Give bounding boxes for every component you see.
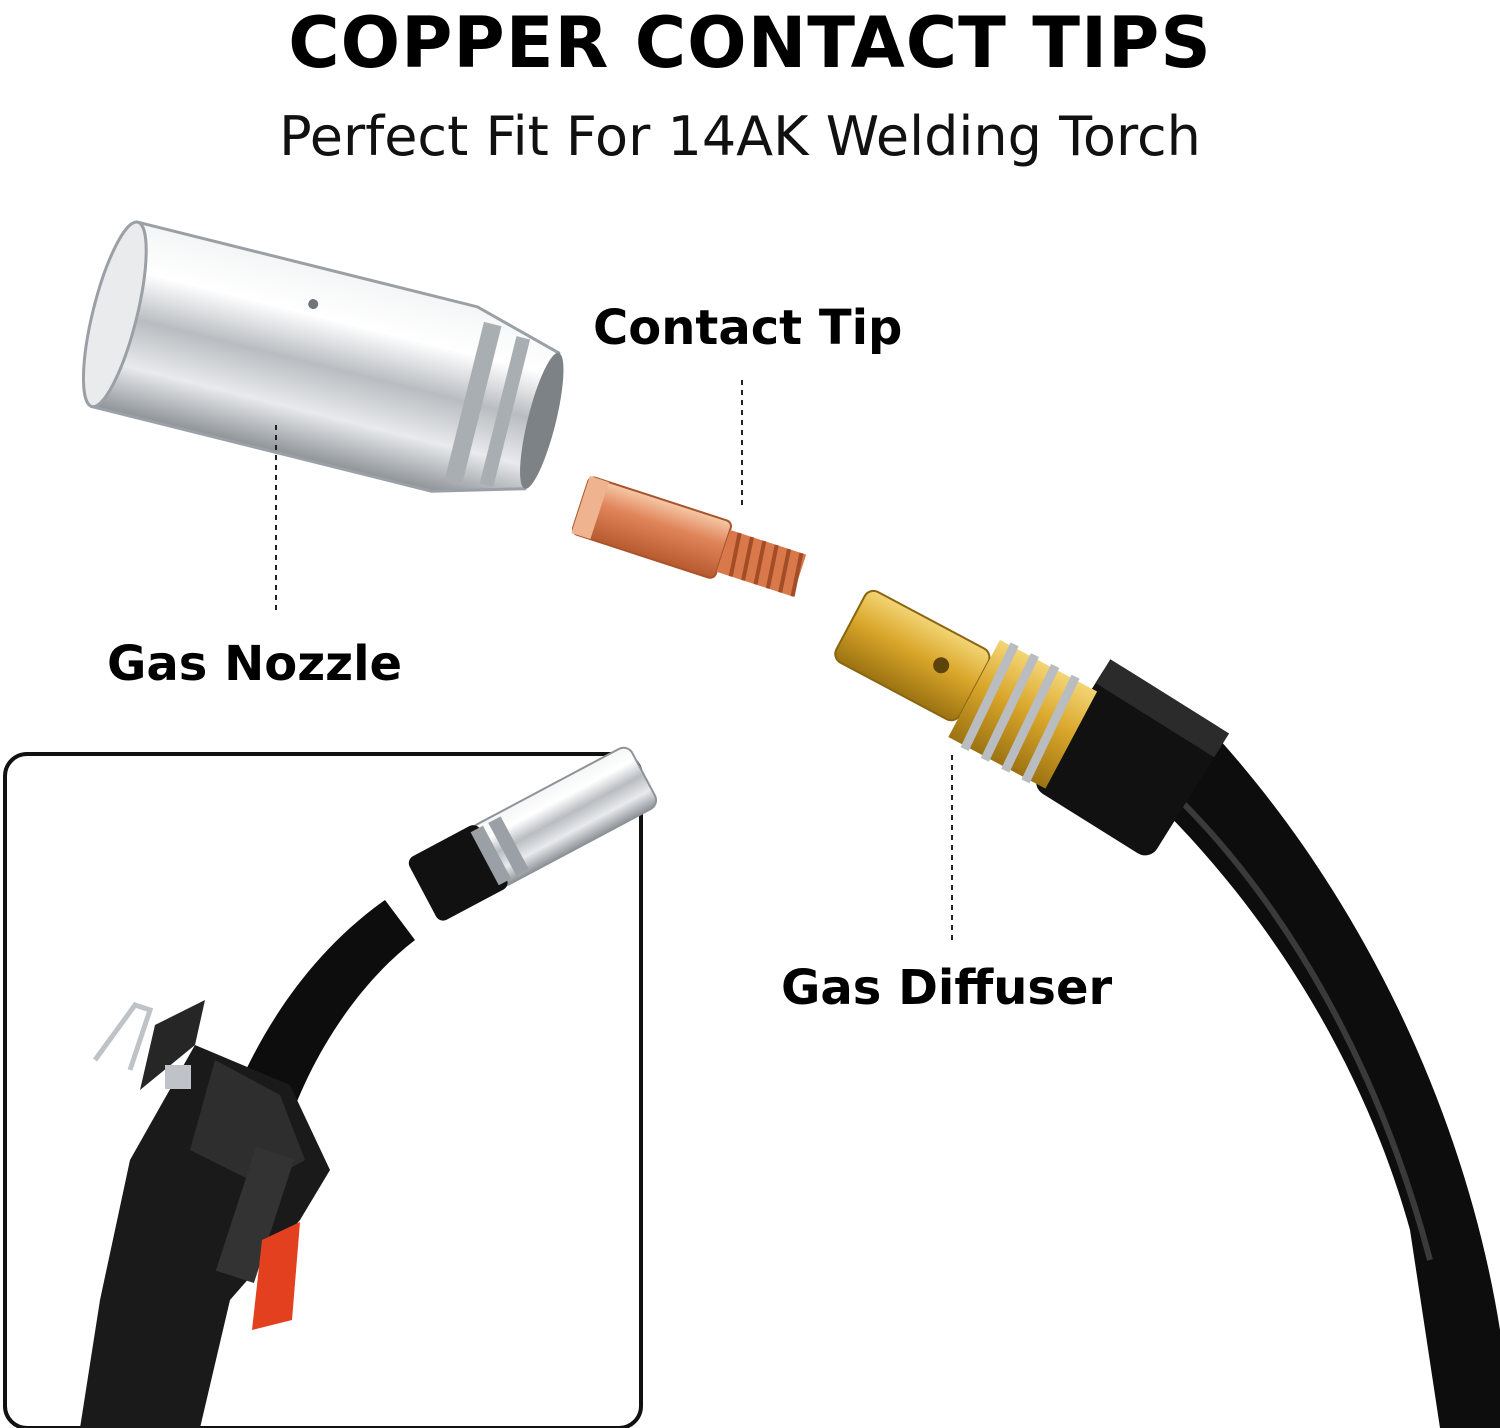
gas-diffuser-part <box>834 589 1098 789</box>
torch-cable-part <box>1036 659 1500 1428</box>
label-gas-nozzle: Gas Nozzle <box>107 636 403 692</box>
inset-torch-image <box>80 746 658 1428</box>
page-subtitle: Perfect Fit For 14AK Welding Torch <box>279 105 1201 168</box>
label-gas-diffuser: Gas Diffuser <box>781 960 1113 1016</box>
contact-tip-part <box>571 475 807 597</box>
gas-nozzle-part <box>81 220 564 493</box>
label-contact-tip: Contact Tip <box>593 300 903 356</box>
page-title: COPPER CONTACT TIPS <box>288 2 1212 84</box>
